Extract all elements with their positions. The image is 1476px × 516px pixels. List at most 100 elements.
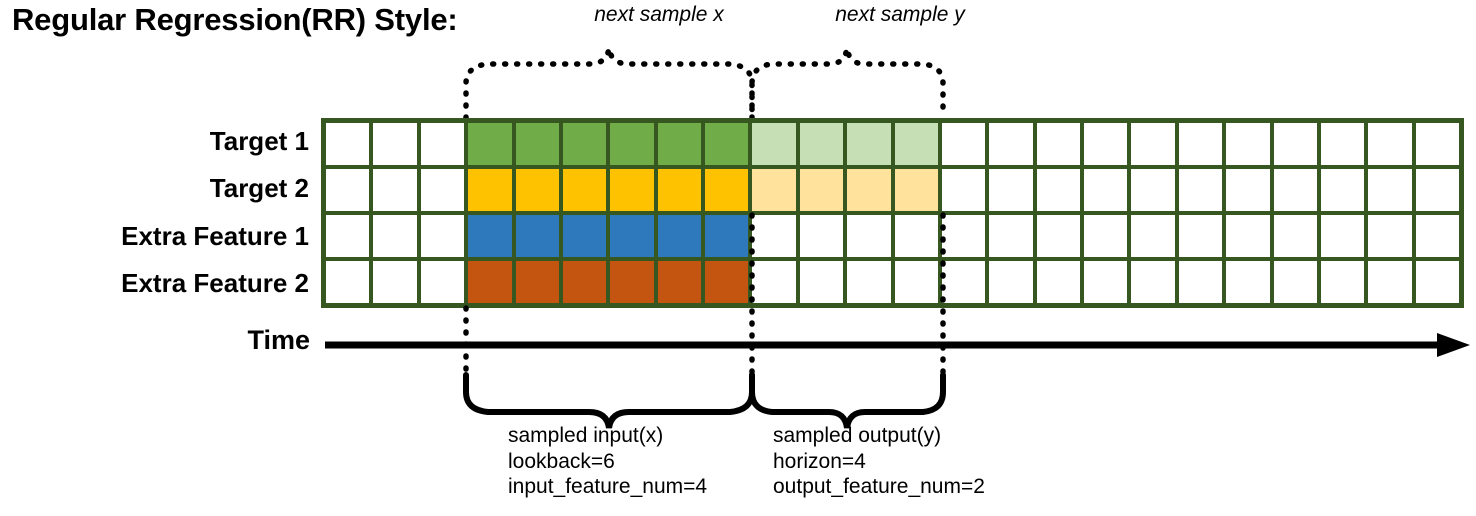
grid-cell-empty	[1320, 215, 1365, 257]
grid-cell-empty	[1084, 261, 1128, 303]
timeline-grid	[321, 118, 1464, 308]
grid-cell-input	[610, 123, 654, 165]
grid-cell-empty	[1415, 261, 1459, 303]
grid-cell-input	[610, 261, 654, 303]
time-axis-arrow	[325, 333, 1470, 357]
grid-cell-input	[705, 261, 749, 303]
sampled-output-horizon: horizon=4	[773, 449, 866, 473]
sampled-input-feature-num: input_feature_num=4	[508, 475, 708, 498]
grid-cell-empty	[989, 123, 1033, 165]
row-label-target-2: Target 2	[209, 173, 309, 203]
grid-cell-empty	[752, 215, 796, 257]
bottom-brace-group	[463, 372, 946, 429]
grid-cell-input	[562, 261, 607, 303]
grid-cell-empty	[1131, 123, 1175, 165]
grid-cell-empty	[1178, 215, 1223, 257]
grid-cell-input	[562, 215, 607, 257]
grid-cell-output	[847, 169, 891, 211]
grid-cell-output	[752, 169, 796, 211]
grid-cell-empty	[941, 261, 986, 303]
grid-cell-empty	[894, 261, 938, 303]
row-label-extra-feature-1: Extra Feature 1	[121, 221, 309, 251]
grid-cell-empty	[1320, 123, 1365, 165]
grid-cell-input	[515, 261, 559, 303]
grid-cell-input	[705, 215, 749, 257]
row-label-target-1: Target 1	[209, 126, 309, 156]
grid-cell-empty	[941, 169, 986, 211]
grid-cell-input	[468, 261, 512, 303]
grid-cell-empty	[1273, 169, 1317, 211]
row-label-extra-feature-2: Extra Feature 2	[121, 268, 309, 298]
grid-cell-empty	[847, 261, 891, 303]
grid-cell-empty	[1131, 169, 1175, 211]
grid-cell-empty	[989, 215, 1033, 257]
grid-cell-input	[610, 169, 654, 211]
grid-cell-empty	[1084, 215, 1128, 257]
grid-cell-empty	[1415, 123, 1459, 165]
grid-cell-input	[562, 123, 607, 165]
grid-cell-output	[752, 123, 796, 165]
grid-cell-empty	[1273, 261, 1317, 303]
grid-cell-empty	[1178, 123, 1223, 165]
grid-cell-empty	[847, 215, 891, 257]
grid-cell-empty	[1178, 261, 1223, 303]
grid-cell-empty	[1036, 169, 1080, 211]
grid-cell-output	[894, 169, 938, 211]
grid-cell-empty	[1273, 215, 1317, 257]
sampled-output-feature-num: output_feature_num=2	[773, 475, 985, 498]
grid-cell-empty	[1036, 215, 1080, 257]
grid-cell-output	[799, 123, 844, 165]
grid-cell-empty	[989, 261, 1033, 303]
grid-cell-input	[705, 123, 749, 165]
grid-cell-empty	[1178, 169, 1223, 211]
grid-cell-empty	[1368, 261, 1412, 303]
grid-cell-input	[468, 215, 512, 257]
grid-cell-input	[468, 169, 512, 211]
grid-cell-empty	[1415, 215, 1459, 257]
grid-cell-empty	[326, 261, 370, 303]
sampled-output-title: sampled output(y)	[773, 424, 942, 447]
grid-cell-empty	[1226, 261, 1270, 303]
grid-cell-input	[657, 169, 701, 211]
grid-cell-empty	[326, 169, 370, 211]
grid-cell-empty	[420, 169, 465, 211]
grid-cell-empty	[1084, 123, 1128, 165]
sampled-input-description: sampled input(x) lookback=6 input_featur…	[508, 423, 707, 500]
grid-cell-empty	[1368, 215, 1412, 257]
sampled-output-description: sampled output(y) horizon=4 output_featu…	[773, 423, 985, 500]
grid-cell-empty	[1320, 261, 1365, 303]
grid-cell-empty	[1226, 169, 1270, 211]
grid-cell-empty	[1131, 261, 1175, 303]
grid-cell-empty	[420, 215, 465, 257]
grid-cell-empty	[373, 261, 417, 303]
grid-cell-input	[562, 169, 607, 211]
grid-cell-empty	[989, 169, 1033, 211]
grid-cell-empty	[1036, 261, 1080, 303]
page-title: Regular Regression(RR) Style:	[12, 2, 458, 37]
time-axis-label: Time	[247, 325, 310, 355]
grid-cell-empty	[799, 215, 844, 257]
grid-cell-empty	[1273, 123, 1317, 165]
row-label-column: Target 1 Target 2 Extra Feature 1 Extra …	[0, 118, 321, 308]
annotation-next-sample-x: next sample x	[594, 3, 724, 26]
sampled-input-lookback: lookback=6	[508, 449, 615, 473]
grid-cell-output	[847, 123, 891, 165]
grid-cell-empty	[373, 123, 417, 165]
grid-cell-empty	[752, 261, 796, 303]
grid-cell-input	[515, 169, 559, 211]
grid-cell-empty	[373, 169, 417, 211]
grid-cell-input	[657, 123, 701, 165]
grid-cell-output	[799, 169, 844, 211]
grid-cell-input	[515, 215, 559, 257]
grid-cell-empty	[941, 215, 986, 257]
grid-cell-empty	[1368, 123, 1412, 165]
grid-cell-empty	[326, 123, 370, 165]
grid-cell-empty	[1036, 123, 1080, 165]
grid-cell-empty	[1226, 123, 1270, 165]
grid-cell-empty	[420, 123, 465, 165]
grid-cell-empty	[420, 261, 465, 303]
grid-cell-empty	[1368, 169, 1412, 211]
grid-cell-empty	[373, 215, 417, 257]
grid-cell-empty	[326, 215, 370, 257]
